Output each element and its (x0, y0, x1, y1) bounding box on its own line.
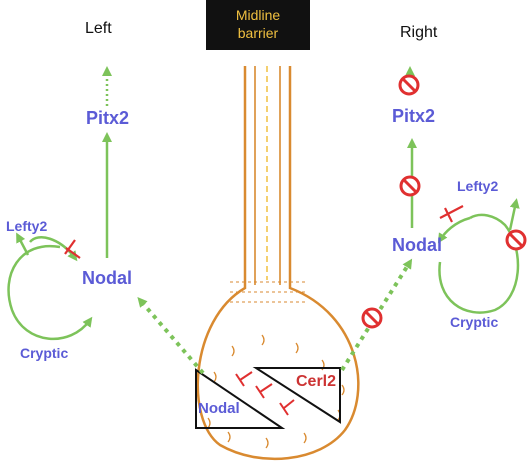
left-nodal-label: Nodal (82, 268, 133, 288)
right-nodal-label: Nodal (392, 235, 443, 255)
nodal-gradient-triangle (195, 368, 286, 429)
midline-structure (196, 66, 360, 461)
cerl2-gradient-triangle (252, 367, 341, 424)
prohibition-icon (505, 229, 527, 251)
prohibition-icon (399, 175, 421, 197)
node-gradients (195, 367, 341, 429)
right-nodal-to-lefty2-arrow (508, 198, 520, 231)
right-side-label: Right (400, 24, 438, 41)
left-cryptic-loop (7, 244, 93, 341)
node-cerl2-label: Cerl2 (296, 373, 337, 390)
right-lefty2-inhibits-nodal (439, 205, 464, 219)
right-lefty2-label: Lefty2 (457, 178, 499, 194)
left-nodal-signal-arrow (137, 296, 205, 375)
left-pitx2-label: Pitx2 (86, 108, 130, 128)
left-lefty-loop (29, 236, 78, 262)
right-cryptic-label: Cryptic (450, 314, 499, 330)
cerl2-inhibits-nodal (235, 371, 295, 416)
left-side-label: Left (85, 20, 112, 37)
prohibition-icon (398, 74, 420, 96)
cilia (207, 334, 345, 449)
right-pitx2-label: Pitx2 (392, 106, 436, 126)
barrier-line-1: Midline (235, 7, 281, 23)
barrier-line-2: barrier (237, 25, 279, 41)
left-lefty2-label: Lefty2 (6, 218, 48, 234)
prohibition-icon (361, 307, 383, 329)
node-nodal-label: Nodal (198, 400, 240, 417)
right-cryptic-loop (438, 213, 520, 314)
left-cryptic-label: Cryptic (20, 345, 69, 361)
nodal-to-lefty2-arrow (16, 232, 30, 256)
midline-barrier-label: Midline barrier (206, 0, 310, 50)
left-pathway (7, 66, 205, 375)
